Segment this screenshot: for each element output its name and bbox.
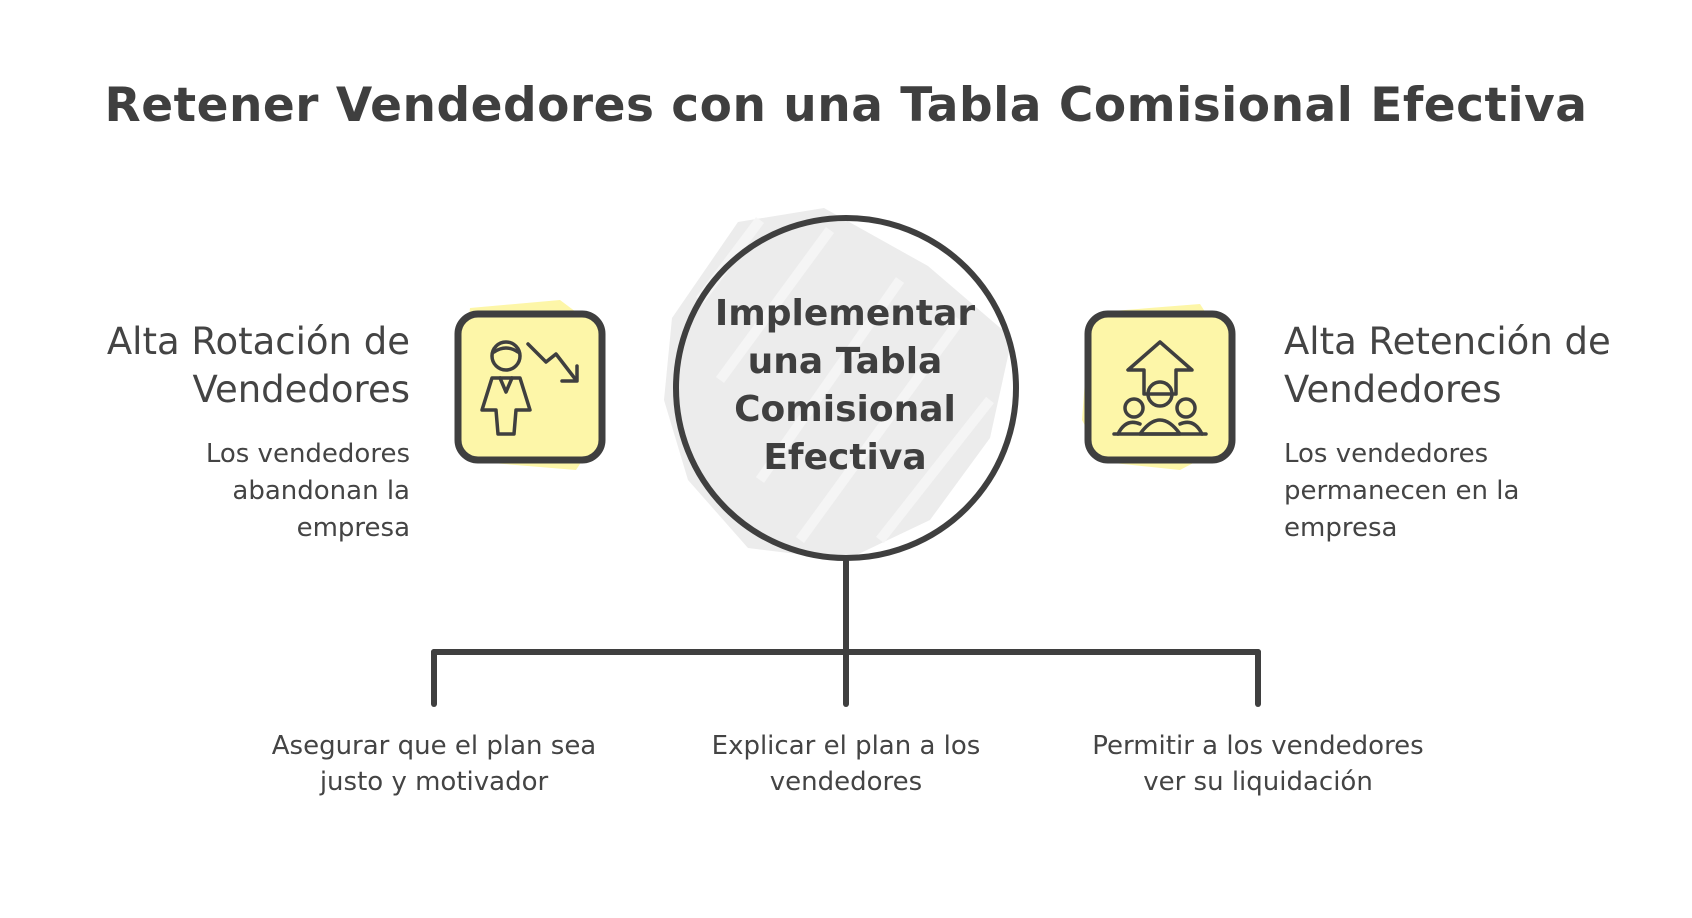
diagram-title: Retener Vendedores con una Tabla Comisio… [104, 78, 1588, 133]
center-node-label: Implementar una Tabla Comisional Efectiv… [714, 293, 976, 478]
left-node-description: Los vendedores abandonan la empresa [205, 439, 410, 543]
branch-connectors [431, 555, 1261, 707]
right-node-title: Alta Retención de Vendedores [1284, 320, 1611, 411]
right-icon-box [1082, 304, 1236, 470]
person-decline-icon [480, 340, 579, 436]
team-growth-icon [1112, 340, 1208, 436]
right-node-description: Los vendedores permanecen en la empresa [1284, 439, 1520, 543]
branch-label-3: Permitir a los vendedores ver su liquida… [1092, 731, 1424, 797]
left-icon-box [454, 300, 606, 470]
branch-label-2: Explicar el plan a los vendedores [711, 731, 981, 797]
branch-label-1: Asegurar que el plan sea justo y motivad… [271, 731, 597, 797]
left-node-title: Alta Rotación de Vendedores [106, 320, 410, 411]
